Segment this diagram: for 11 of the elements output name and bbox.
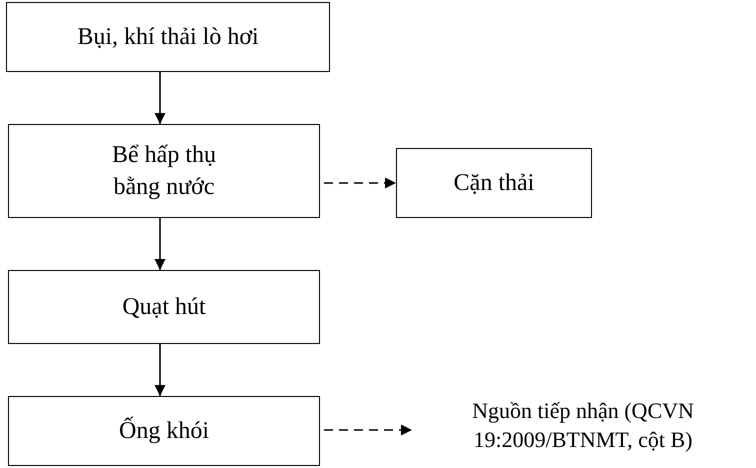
arrow — [324, 177, 396, 189]
process-box: Cặn thải — [396, 148, 592, 218]
process-box: Bụi, khí thải lò hơi — [6, 2, 330, 72]
arrow — [154, 344, 166, 396]
arrow — [154, 218, 166, 270]
process-box: Quạt hút — [8, 270, 320, 344]
arrow — [154, 72, 166, 124]
process-box: Ống khói — [8, 396, 320, 466]
arrow — [324, 424, 412, 436]
process-box: Bể hấp thụ bằng nước — [8, 124, 320, 218]
destination-label: Nguồn tiếp nhận (QCVN 19:2009/BTNMT, cột B) — [412, 388, 754, 464]
